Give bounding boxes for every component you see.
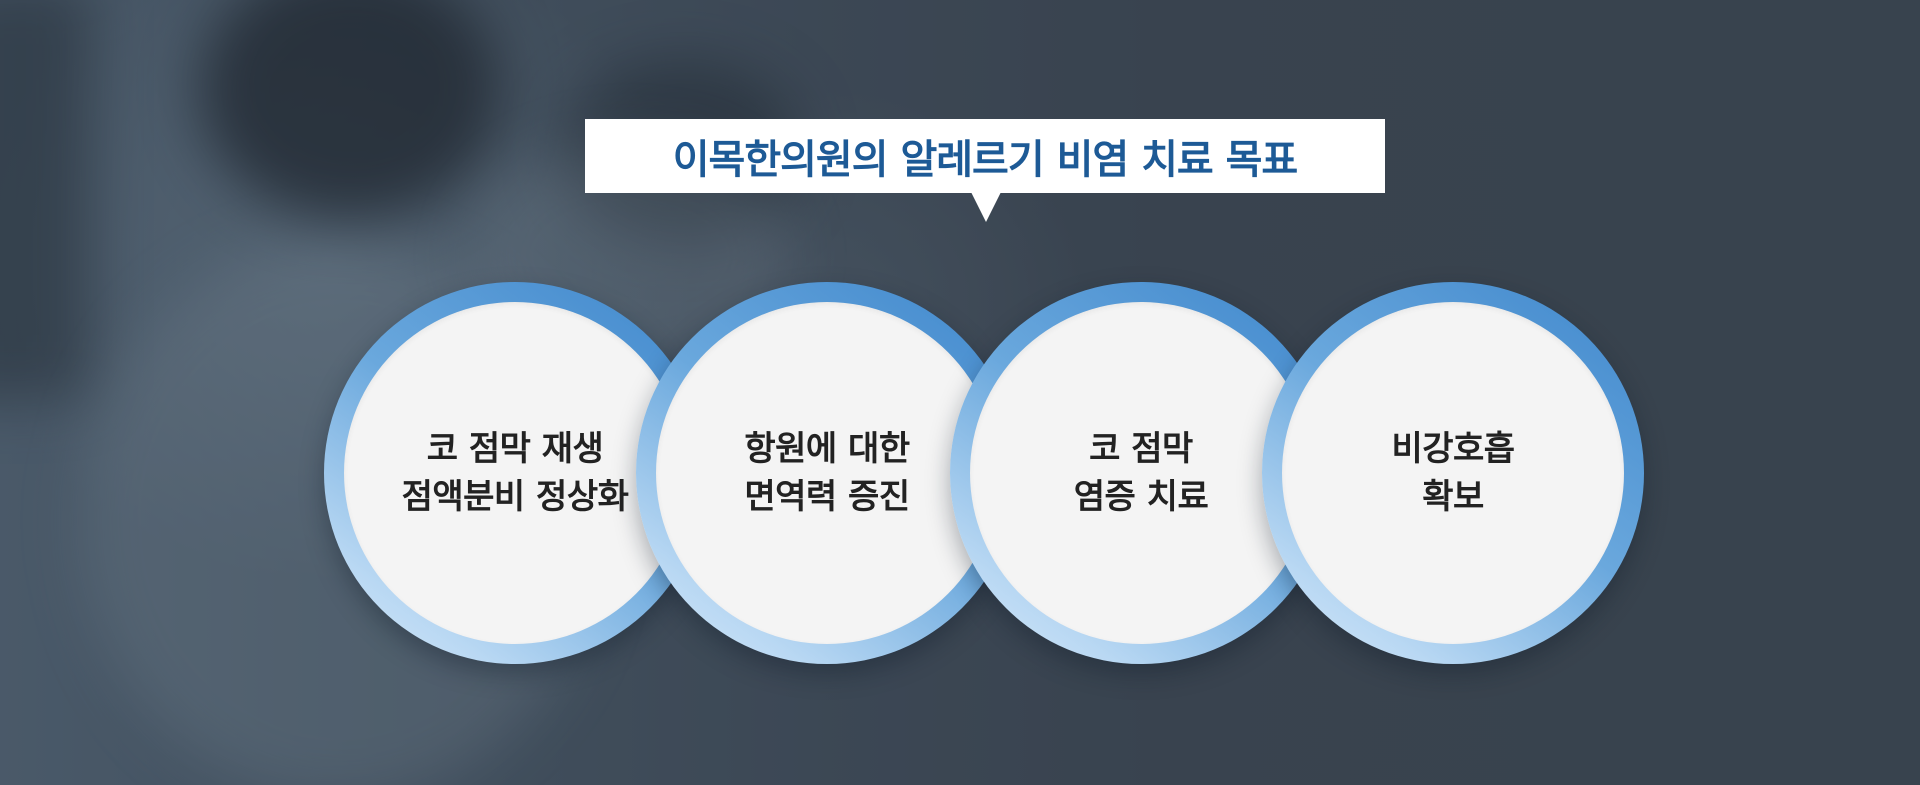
goal-text-line2: 면역력 증진 [744, 477, 910, 517]
goal-text-line2: 염증 치료 [1073, 477, 1209, 517]
goal-text-line2: 점액분비 정상화 [401, 477, 629, 517]
goal-circle-2: 항원에 대한 면역력 증진 [636, 282, 1018, 664]
background-person-hair [200, 0, 500, 220]
goal-circle-inner: 코 점막 염증 치료 [970, 302, 1312, 644]
goal-text-line1: 코 점막 재생 [426, 429, 604, 469]
goal-text-line1: 항원에 대한 [744, 429, 910, 469]
title-pointer [971, 192, 1001, 222]
goal-text-line1: 비강호흡 [1391, 429, 1515, 469]
goal-circle-1: 코 점막 재생 점액분비 정상화 [324, 282, 706, 664]
goal-circle-inner: 비강호흡 확보 [1282, 302, 1624, 644]
goal-circle-inner: 코 점막 재생 점액분비 정상화 [344, 302, 686, 644]
goal-text-line1: 코 점막 [1089, 429, 1193, 469]
page-title: 이목한의원의 알레르기 비염 치료 목표 [672, 137, 1299, 183]
goal-circle-4: 비강호흡 확보 [1262, 282, 1644, 664]
goal-circle-inner: 항원에 대한 면역력 증진 [656, 302, 998, 644]
background-window [0, 0, 90, 400]
goal-text-line2: 확보 [1422, 477, 1484, 517]
title-banner: 이목한의원의 알레르기 비염 치료 목표 [585, 119, 1385, 193]
